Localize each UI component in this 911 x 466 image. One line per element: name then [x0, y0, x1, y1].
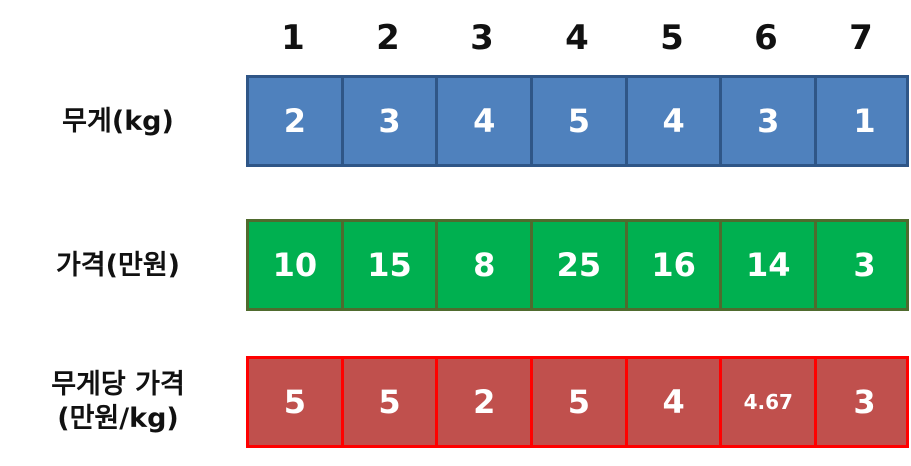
column-header-4: 4 [565, 18, 589, 58]
price-cell: 15 [344, 222, 439, 308]
unit-price-cell: 5 [249, 359, 344, 445]
price-cell: 3 [853, 246, 876, 284]
weight-cell: 4 [628, 78, 723, 164]
weight-cell: 1 [853, 102, 876, 140]
unit-price-cell: 5 [344, 359, 439, 445]
weight-cell: 5 [533, 78, 628, 164]
column-header-6: 6 [754, 18, 778, 58]
row-label-unit-price-line1: 무게당 가격 [51, 369, 185, 400]
unit-price-cell: 4.67 [722, 359, 818, 445]
weight-row: 2 3 4 5 4 3 1 [246, 75, 909, 167]
weight-cell: 4 [438, 78, 534, 164]
weight-cell: 3 [344, 78, 439, 164]
price-cell: 10 [249, 222, 344, 308]
weight-cell: 3 [722, 78, 818, 164]
price-cell: 8 [438, 222, 534, 308]
unit-price-cell: 4 [628, 359, 723, 445]
column-header-5: 5 [660, 18, 684, 58]
weight-cell: 2 [249, 78, 344, 164]
price-cell: 25 [533, 222, 628, 308]
price-row: 10 15 8 25 16 14 3 [246, 219, 909, 311]
price-cell: 16 [628, 222, 723, 308]
unit-price-cell: 3 [853, 383, 876, 421]
column-header-1: 1 [281, 18, 305, 58]
row-label-weight: 무게(kg) [62, 106, 174, 137]
row-label-unit-price-line2: (만원/kg) [57, 403, 179, 434]
unit-price-row: 5 5 2 5 4 4.67 3 [246, 356, 909, 448]
unit-price-cell: 5 [533, 359, 628, 445]
row-label-unit-price: 무게당 가격 (만원/kg) [0, 368, 236, 436]
price-cell: 14 [722, 222, 818, 308]
column-header-3: 3 [470, 18, 494, 58]
column-header-7: 7 [849, 18, 873, 58]
row-label-price: 가격(만원) [55, 250, 181, 281]
unit-price-cell: 2 [438, 359, 534, 445]
column-header-2: 2 [376, 18, 400, 58]
